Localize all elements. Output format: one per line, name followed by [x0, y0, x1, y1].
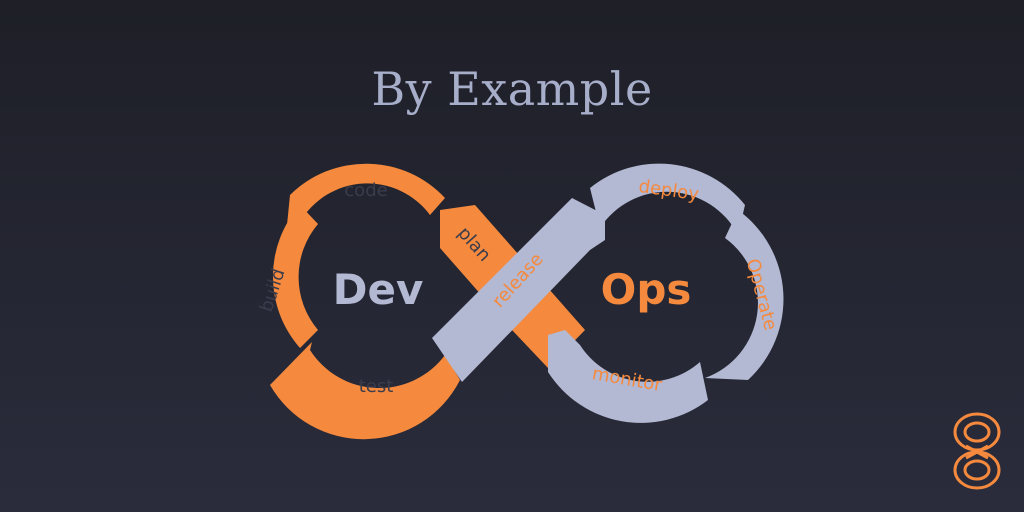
segment-monitor: [548, 330, 708, 423]
segment-deploy: [590, 163, 745, 235]
ops-label: Ops: [601, 265, 692, 314]
infinity-knot-logo: [953, 412, 1001, 490]
label-test: test: [359, 376, 394, 397]
page-title: By Example: [371, 62, 653, 116]
dev-label: Dev: [333, 265, 424, 314]
segment-test: [270, 342, 460, 440]
segment-operate: [705, 210, 784, 380]
segment-build: [272, 205, 318, 348]
segment-release: [432, 198, 605, 382]
label-code: code: [344, 180, 387, 201]
segment-code: [286, 163, 445, 235]
ops-loop: [432, 163, 784, 423]
